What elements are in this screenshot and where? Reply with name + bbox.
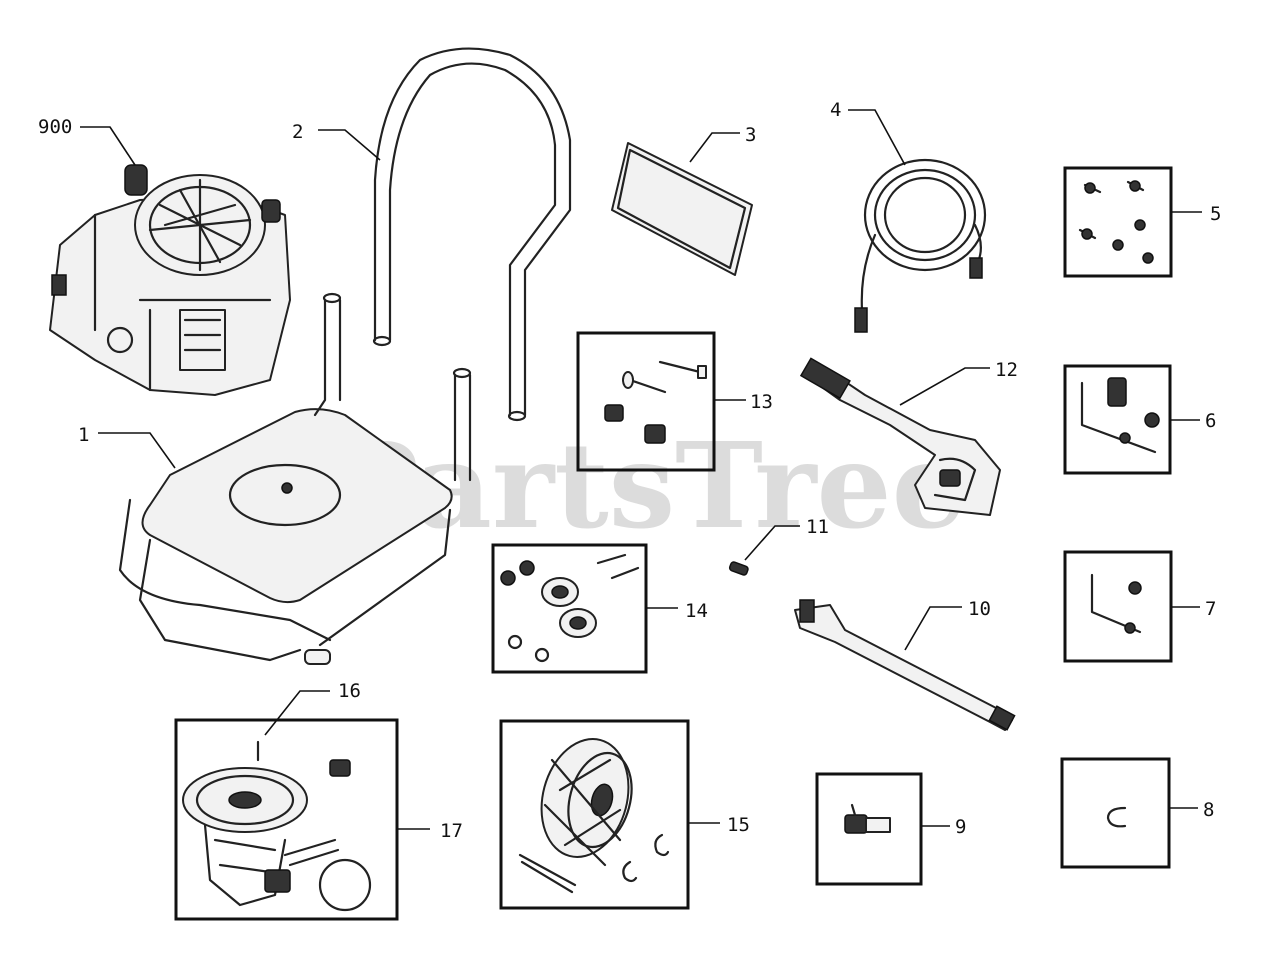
box-foot-kit bbox=[491, 543, 648, 674]
quick-connect-illustration bbox=[844, 803, 891, 834]
pump-illustration bbox=[182, 740, 372, 912]
fitting-kit-6-illustration bbox=[1080, 377, 1160, 454]
leader-pin bbox=[744, 525, 800, 561]
box-wheel-kit bbox=[499, 719, 690, 910]
callout-7: 7 bbox=[1205, 598, 1216, 620]
leader-spray-gun bbox=[899, 367, 990, 406]
callout-10: 10 bbox=[968, 598, 991, 620]
callout-900: 900 bbox=[38, 116, 72, 138]
leader-lance bbox=[904, 606, 962, 651]
spray-gun-illustration bbox=[799, 357, 1001, 516]
leader-base bbox=[98, 432, 176, 469]
leader-handle bbox=[318, 129, 381, 161]
box-quick-connect bbox=[815, 772, 923, 886]
callout-14: 14 bbox=[685, 600, 708, 622]
fitting-kit-7-illustration bbox=[1090, 573, 1142, 634]
box-fitting-kit-7 bbox=[1063, 550, 1173, 663]
callout-17: 17 bbox=[440, 820, 463, 842]
base-frame-illustration bbox=[118, 292, 472, 665]
callout-4: 4 bbox=[830, 99, 841, 121]
box-pump bbox=[174, 718, 399, 921]
foot-kit-illustration bbox=[500, 553, 640, 663]
wheel-kit-illustration bbox=[518, 738, 670, 894]
leader-engine bbox=[80, 126, 136, 166]
callout-12: 12 bbox=[995, 359, 1018, 381]
leader-hose bbox=[848, 109, 906, 166]
bolt-kit-illustration bbox=[604, 360, 707, 444]
box-clip bbox=[1060, 757, 1171, 869]
callout-9: 9 bbox=[955, 816, 966, 838]
callout-3: 3 bbox=[745, 124, 756, 146]
callout-11: 11 bbox=[806, 516, 829, 538]
callout-5: 5 bbox=[1210, 203, 1221, 225]
leader-panel bbox=[689, 132, 740, 163]
pin-illustration bbox=[728, 561, 749, 576]
hardware-kit-illustration bbox=[1078, 180, 1154, 264]
callout-16: 16 bbox=[338, 680, 361, 702]
hose-illustration bbox=[854, 158, 987, 333]
callout-15: 15 bbox=[727, 814, 750, 836]
callout-6: 6 bbox=[1205, 410, 1216, 432]
box-hardware-kit bbox=[1063, 166, 1173, 278]
box-bolt-kit bbox=[576, 331, 716, 472]
lance-illustration bbox=[794, 599, 1016, 731]
clip-illustration bbox=[1106, 806, 1127, 828]
panel-illustration bbox=[611, 142, 753, 276]
callout-8: 8 bbox=[1203, 799, 1214, 821]
handle-illustration bbox=[372, 47, 572, 422]
callout-13: 13 bbox=[750, 391, 773, 413]
callout-1: 1 bbox=[78, 424, 89, 446]
engine-illustration bbox=[49, 164, 291, 396]
callout-2: 2 bbox=[292, 121, 303, 143]
leader-o-ring bbox=[264, 690, 330, 736]
